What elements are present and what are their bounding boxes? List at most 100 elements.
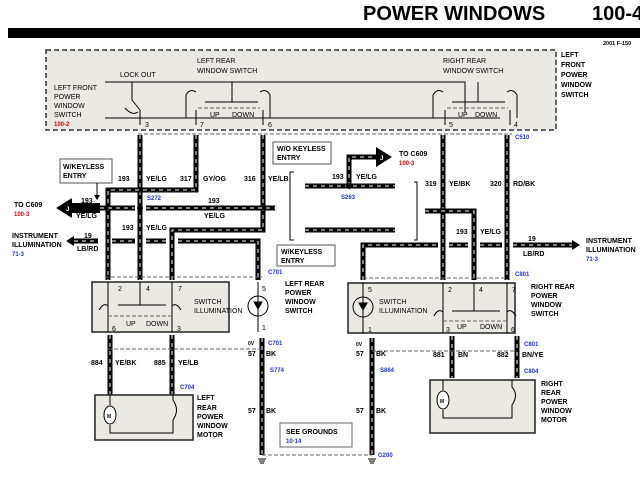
lf-inner-label: LEFT FRONT POWER WINDOW SWITCH 100-2 <box>54 85 98 128</box>
svg-text:57: 57 <box>248 408 256 415</box>
rr-motor-internals <box>436 380 516 419</box>
svg-text:W/O KEYLESS: W/O KEYLESS <box>277 146 326 153</box>
svg-text:POWER: POWER <box>531 293 557 300</box>
svg-text:3: 3 <box>446 327 450 334</box>
svg-text:YE/LB: YE/LB <box>178 360 199 367</box>
svg-text:RD/BK: RD/BK <box>513 181 535 188</box>
svg-text:1: 1 <box>368 327 372 334</box>
wo-keyless-entry-box: W/O KEYLESS ENTRY <box>272 141 332 165</box>
svg-text:BK: BK <box>266 408 276 415</box>
svg-text:ILLUMINATION: ILLUMINATION <box>379 308 428 315</box>
svg-text:RIGHT REAR: RIGHT REAR <box>531 284 575 291</box>
option-braces <box>289 171 418 241</box>
c701-top-label[interactable]: C701 <box>268 270 283 276</box>
svg-text:4: 4 <box>479 287 483 294</box>
svg-text:0V: 0V <box>248 341 255 347</box>
svg-text:YE/LB: YE/LB <box>268 176 289 183</box>
svg-text:19: 19 <box>528 236 536 243</box>
lf-rr-up: UP <box>458 112 468 119</box>
svg-text:57: 57 <box>248 351 256 358</box>
c704-label[interactable]: C704 <box>180 385 195 391</box>
c701-label[interactable]: C701 <box>268 341 283 347</box>
svg-text:100-3: 100-3 <box>14 212 30 218</box>
svg-text:10-14: 10-14 <box>286 439 302 445</box>
lf-switch-internals <box>105 81 518 125</box>
instrument-illumination-left[interactable]: INSTRUMENT ILLUMINATION 71-3 <box>12 233 74 258</box>
header-bar <box>8 28 640 38</box>
svg-text:GY/OG: GY/OG <box>203 176 227 183</box>
svg-text:5: 5 <box>449 122 453 129</box>
s272-label[interactable]: S272 <box>147 196 162 202</box>
c804-label[interactable]: C804 <box>524 369 539 375</box>
page-title: POWER WINDOWS <box>363 3 545 25</box>
s263-splice <box>346 183 352 189</box>
svg-text:ILLUMINATION: ILLUMINATION <box>194 308 243 315</box>
svg-text:SWITCH: SWITCH <box>194 299 222 306</box>
svg-text:7: 7 <box>512 287 516 294</box>
svg-text:71-3: 71-3 <box>12 252 25 258</box>
see-grounds-box[interactable]: SEE GROUNDS 10-14 <box>279 422 353 448</box>
c801-top-label[interactable]: C801 <box>515 272 530 278</box>
c510-label[interactable]: C510 <box>515 135 530 141</box>
svg-text:57: 57 <box>356 408 364 415</box>
svg-text:POWER: POWER <box>54 94 80 101</box>
c701-c801-lines <box>108 348 517 352</box>
left-rear-window-switch-label-2: WINDOW SWITCH <box>197 68 257 75</box>
to-c609-right-connector[interactable]: J TO C609 100-3 <box>376 147 427 167</box>
svg-text:REAR: REAR <box>541 390 561 397</box>
s774-label[interactable]: S774 <box>270 368 285 374</box>
svg-text:WINDOW: WINDOW <box>541 408 572 415</box>
g200-label[interactable]: G200 <box>378 453 393 459</box>
svg-text:YE/LG: YE/LG <box>146 176 168 183</box>
svg-text:LB/RD: LB/RD <box>77 246 98 253</box>
svg-text:SWITCH: SWITCH <box>531 311 559 318</box>
svg-text:ENTRY: ENTRY <box>63 173 87 180</box>
rr-switch-internals <box>352 283 517 333</box>
lf-rr-down: DOWN <box>475 112 497 119</box>
wire-19-left <box>74 238 261 280</box>
c801-label[interactable]: C801 <box>524 342 539 348</box>
s864-label[interactable]: S864 <box>380 368 395 374</box>
svg-text:100-2: 100-2 <box>54 122 70 128</box>
svg-text:DOWN: DOWN <box>146 321 168 328</box>
svg-text:UP: UP <box>457 324 467 331</box>
svg-text:LEFT REAR: LEFT REAR <box>285 281 324 288</box>
right-rear-switch-label: RIGHT REAR POWER WINDOW SWITCH <box>531 284 575 318</box>
svg-text:319: 319 <box>425 181 437 188</box>
svg-text:316: 316 <box>244 176 256 183</box>
svg-text:DOWN: DOWN <box>480 324 502 331</box>
svg-text:7: 7 <box>178 286 182 293</box>
svg-text:WINDOW: WINDOW <box>197 423 228 430</box>
svg-text:J: J <box>380 156 383 162</box>
to-c609-left-connector[interactable]: J TO C609 100-3 <box>14 198 100 218</box>
svg-text:193: 193 <box>208 198 220 205</box>
svg-text:TO C609: TO C609 <box>399 151 427 158</box>
right-rear-window-switch-label: RIGHT REAR <box>443 58 486 65</box>
svg-text:POWER: POWER <box>541 399 567 406</box>
s263-label[interactable]: S263 <box>341 195 356 201</box>
svg-text:882: 882 <box>497 352 509 359</box>
svg-text:BN/YE: BN/YE <box>522 352 544 359</box>
right-rear-power-window-switch <box>347 282 516 334</box>
svg-text:317: 317 <box>180 176 192 183</box>
svg-text:100-3: 100-3 <box>399 161 415 167</box>
wire-193-right <box>425 208 477 280</box>
svg-text:884: 884 <box>91 360 103 367</box>
s774-splice <box>259 366 265 372</box>
left-rear-switch-label: LEFT REAR POWER WINDOW SWITCH <box>285 281 324 315</box>
svg-text:5: 5 <box>368 287 372 294</box>
right-rear-window-switch-label-2: WINDOW SWITCH <box>443 68 503 75</box>
svg-text:LEFT FRONT: LEFT FRONT <box>54 85 98 92</box>
instrument-illumination-right[interactable]: INSTRUMENT ILLUMINATION 71-3 <box>572 238 636 263</box>
svg-text:SEE GROUNDS: SEE GROUNDS <box>286 429 338 436</box>
svg-text:57: 57 <box>356 351 364 358</box>
lr-switch-internals <box>98 282 269 332</box>
svg-text:881: 881 <box>433 352 445 359</box>
svg-text:WINDOW: WINDOW <box>561 82 592 89</box>
svg-text:193: 193 <box>456 229 468 236</box>
svg-text:YE/LG: YE/LG <box>76 213 98 220</box>
w-keyless-entry-box-mid: W/KEYLESS ENTRY <box>276 244 336 267</box>
